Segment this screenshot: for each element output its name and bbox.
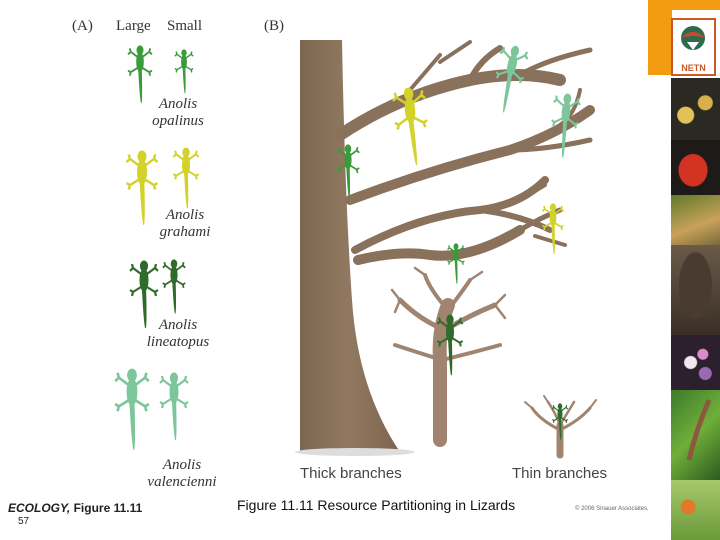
thin-branches-label: Thin branches bbox=[512, 465, 607, 482]
small-grahami bbox=[173, 148, 198, 208]
photo-frog bbox=[671, 195, 720, 245]
photo-spider bbox=[671, 335, 720, 390]
lizard-lineatopus-bush bbox=[552, 404, 567, 441]
logo-text: NETN bbox=[673, 63, 714, 73]
sidebar-gap bbox=[648, 0, 672, 540]
photo-lizard bbox=[671, 390, 720, 480]
small-valencienni bbox=[160, 373, 188, 440]
thick-branches-label: Thick branches bbox=[300, 465, 402, 482]
large-opalinus bbox=[128, 46, 152, 103]
slide-caption: Figure 11.11 Resource Partitioning in Li… bbox=[237, 497, 515, 513]
panel-a-label: (A) bbox=[72, 18, 93, 35]
panel-b-label: (B) bbox=[264, 18, 284, 35]
photo-beetle bbox=[671, 480, 720, 540]
col-small-label: Small bbox=[167, 18, 202, 35]
col-large-label: Large bbox=[116, 18, 151, 35]
large-valencienni bbox=[115, 369, 149, 449]
logo-bird-icon bbox=[673, 20, 714, 60]
book-credit: ECOLOGY, Figure 11.11 bbox=[8, 501, 142, 515]
page-number: 57 bbox=[18, 516, 29, 527]
logo-box: NETN bbox=[671, 18, 716, 76]
small-lineatopus bbox=[163, 260, 185, 314]
medium-tree bbox=[392, 268, 505, 440]
small-opalinus bbox=[175, 50, 193, 94]
tree-trunk bbox=[300, 40, 400, 452]
sidebar-orange-bar bbox=[648, 0, 720, 10]
photo-orchid bbox=[671, 78, 720, 140]
photo-red-flower bbox=[671, 140, 720, 195]
photo-monkey bbox=[671, 245, 720, 335]
sidebar-orange-strip bbox=[648, 10, 672, 75]
